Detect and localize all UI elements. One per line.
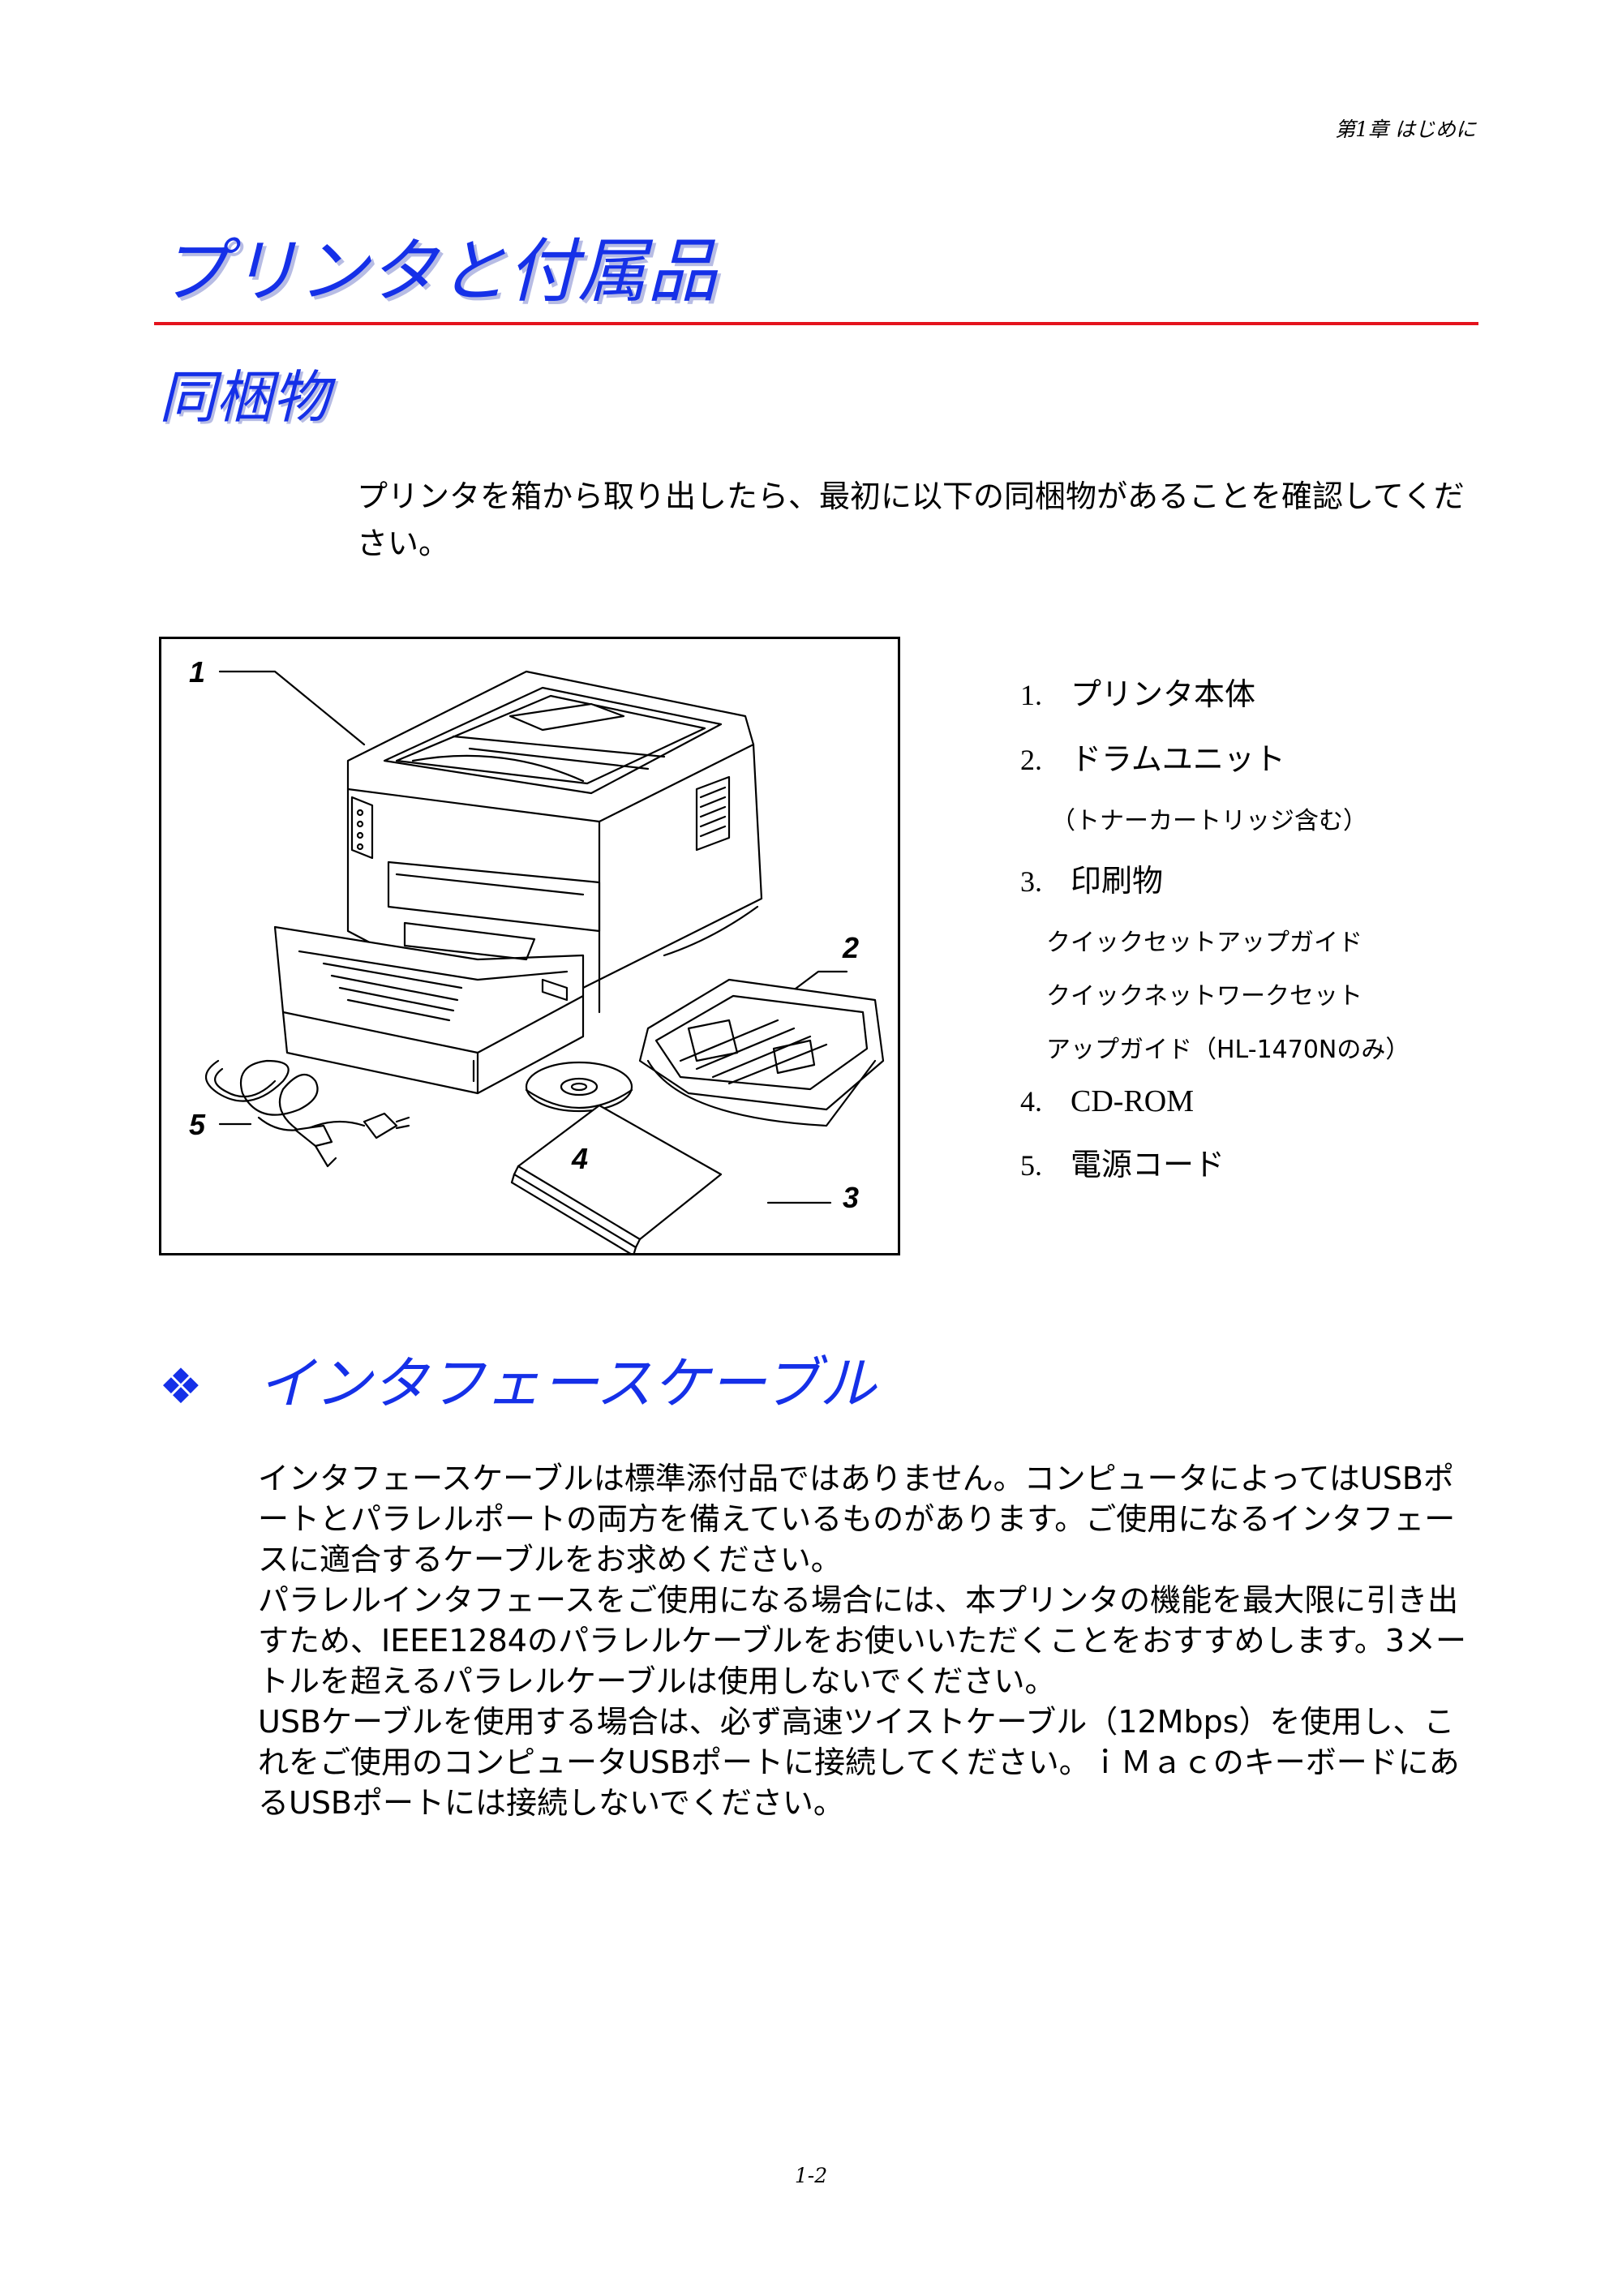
printed-documents [510,1104,723,1253]
legend-item-printed: 3. 印刷物 [1020,856,1163,900]
legend-num: 4. [1020,1085,1042,1118]
legend-num: 3. [1020,865,1042,898]
interface-paragraph: インタフェースケーブルは標準添付品ではありません。コンピュータによってはUSBポ… [258,1461,1456,1577]
legend-label: プリンタ本体 [1071,676,1256,712]
printed-item: アップガイド（HL-1470Nのみ） [1046,1036,1410,1064]
legend-item-power-cord: 5. 電源コード [1020,1139,1225,1184]
legend-item-printer: 1. プリンタ本体 [1020,669,1255,714]
legend-label: CD-ROM [1071,1084,1195,1118]
intro-text: プリンタを箱から取り出したら、最初に以下の同梱物があることを確認してください。 [357,479,1465,561]
section-title: 同梱物 [159,364,329,431]
interface-paragraph: パラレルインタフェースをご使用になる場合には、本プリンタの機能を最大限に引き出す… [258,1582,1467,1699]
legend-num: 1. [1020,679,1042,711]
contents-figure: 1 2 3 4 5 [159,637,900,1255]
drum-note: （トナーカートリッジ含む） [1051,807,1367,835]
callout-3: 3 [843,1181,860,1214]
interface-body: インタフェースケーブルは標準添付品ではありません。コンピュータによってはUSBポ… [258,1458,1483,1823]
paper-tray [273,921,585,1095]
printed-item: クイックセットアップガイド [1046,929,1362,957]
legend-num: 5. [1020,1149,1042,1182]
printed-item: クイックネットワークセット [1046,982,1362,1011]
callout-5: 5 [189,1108,206,1141]
leader-line-2 [784,970,848,998]
interface-paragraph: USBケーブルを使用する場合は、必ず高速ツイストケーブル（12Mbps）を使用し… [258,1704,1460,1821]
chapter-header: 第1章 はじめに [1335,118,1476,141]
callout-2: 2 [843,931,860,964]
page-number: 1-2 [794,2164,828,2187]
power-cord [204,1059,410,1168]
printer-body [346,670,763,1022]
callout-1: 1 [189,655,206,689]
legend-num: 2. [1020,744,1042,776]
legend-label: 印刷物 [1071,863,1164,899]
leader-line-1 [218,670,366,746]
drum-unit [638,978,885,1127]
title-rule [154,322,1478,325]
interface-section-title: インタフェースケーブル [258,1350,877,1417]
legend-item-drum: 2. ドラムユニット [1020,734,1285,779]
callout-4: 4 [572,1142,589,1175]
legend-label: ドラムユニット [1071,741,1285,777]
cd-rom [525,1061,633,1113]
legend-label: 電源コード [1071,1147,1225,1182]
printer-illustration [204,670,885,1253]
legend-item-cdrom: 4. CD-ROM [1020,1083,1194,1119]
page-title: プリンタと付属品 [159,231,717,312]
diamond-bullet-icon: ❖ [159,1358,203,1415]
